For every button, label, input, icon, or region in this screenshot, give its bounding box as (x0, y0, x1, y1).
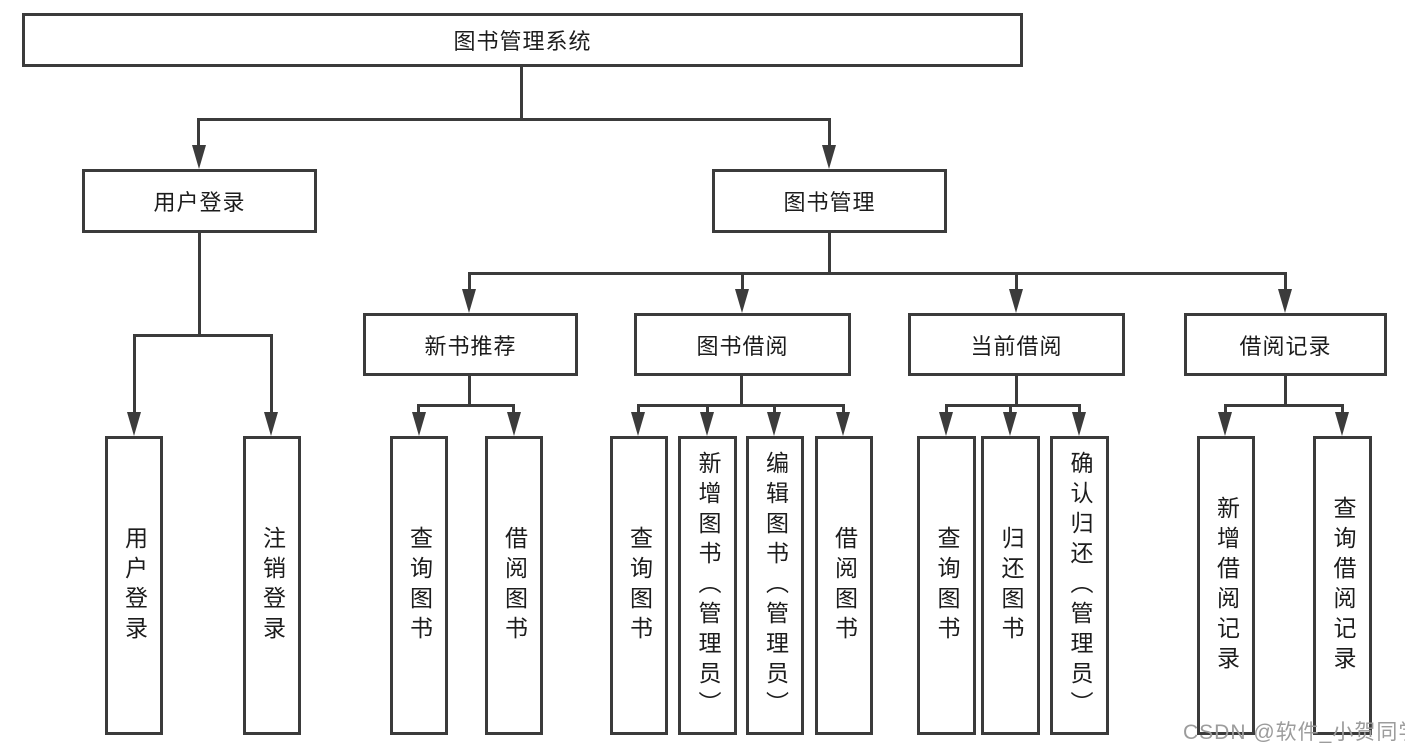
connector-line (1284, 272, 1287, 291)
leaf-label: 查询图书 (626, 525, 653, 646)
arrow-down-icon (939, 412, 953, 436)
arrow-down-icon (822, 145, 836, 169)
connector-line (828, 233, 831, 274)
connector-line (198, 233, 201, 337)
leaf-borrow-books-newbook: 借阅图书 (485, 436, 543, 735)
connector-line (133, 334, 136, 414)
arrow-down-icon (1072, 412, 1086, 436)
node-borrowing-records: 借阅记录 (1184, 313, 1387, 376)
arrow-down-icon (127, 412, 141, 436)
connector-line (740, 376, 743, 406)
watermark: CSDN @软件_小贺同学 (1183, 721, 1405, 744)
connector-line (1224, 404, 1344, 407)
connector-line (945, 404, 948, 414)
connector-line (1224, 404, 1227, 414)
leaf-label: 新增图书（管理员） (695, 450, 721, 721)
connector-line (197, 118, 831, 121)
arrow-down-icon (507, 412, 521, 436)
arrow-down-icon (1218, 412, 1232, 436)
leaf-label: 查询图书 (934, 525, 960, 646)
leaf-query-borrow-record: 查询借阅记录 (1313, 436, 1372, 735)
node-current-borrowing: 当前借阅 (908, 313, 1125, 376)
leaf-query-books-current: 查询图书 (917, 436, 976, 735)
connector-line (133, 334, 273, 337)
arrow-down-icon (1009, 289, 1023, 313)
leaf-label: 查询图书 (406, 525, 433, 646)
arrow-down-icon (836, 412, 850, 436)
leaf-label: 编辑图书（管理员） (762, 450, 789, 721)
leaf-add-borrow-record: 新增借阅记录 (1197, 436, 1255, 735)
node-book-borrowing: 图书借阅 (634, 313, 851, 376)
arrow-down-icon (700, 412, 714, 436)
connector-line (1341, 404, 1344, 414)
connector-line (468, 272, 1287, 275)
leaf-confirm-return-admin: 确认归还（管理员） (1050, 436, 1109, 735)
connector-line (468, 376, 471, 406)
connector-line (197, 118, 200, 147)
connector-line (1078, 404, 1081, 414)
leaf-label: 借阅图书 (501, 525, 528, 646)
arrow-down-icon (631, 412, 645, 436)
connector-line (417, 404, 420, 414)
connector-line (741, 272, 744, 291)
connector-line (417, 404, 515, 407)
connector-line (1015, 376, 1018, 406)
arrow-down-icon (767, 412, 781, 436)
arrow-down-icon (412, 412, 426, 436)
arrow-down-icon (264, 412, 278, 436)
node-book-management: 图书管理 (712, 169, 947, 233)
connector-line (520, 67, 523, 120)
arrow-down-icon (462, 289, 476, 313)
leaf-edit-book-admin: 编辑图书（管理员） (746, 436, 804, 735)
connector-line (1015, 272, 1018, 291)
leaf-return-books: 归还图书 (981, 436, 1040, 735)
connector-line (773, 404, 776, 414)
arrow-down-icon (192, 145, 206, 169)
node-new-book-recommendation: 新书推荐 (363, 313, 578, 376)
leaf-label: 确认归还（管理员） (1067, 450, 1093, 721)
node-user-login: 用户登录 (82, 169, 317, 233)
leaf-label: 新增借阅记录 (1213, 495, 1240, 676)
leaf-query-books-borrow: 查询图书 (610, 436, 668, 735)
node-library-management-system: 图书管理系统 (22, 13, 1023, 67)
connector-line (512, 404, 515, 414)
arrow-down-icon (735, 289, 749, 313)
leaf-borrow-books-borrow: 借阅图书 (815, 436, 873, 735)
arrow-down-icon (1335, 412, 1349, 436)
connector-line (637, 404, 845, 407)
leaf-user-login: 用户登录 (105, 436, 163, 735)
connector-line (1284, 376, 1287, 406)
connector-line (1009, 404, 1012, 414)
leaf-label: 借阅图书 (831, 525, 858, 646)
leaf-label: 归还图书 (998, 525, 1024, 646)
leaf-label: 查询借阅记录 (1330, 495, 1356, 676)
connector-line (842, 404, 845, 414)
connector-line (945, 404, 1081, 407)
connector-line (637, 404, 640, 414)
leaf-query-books-newbook: 查询图书 (390, 436, 448, 735)
leaf-label: 注销登录 (259, 525, 286, 646)
connector-line (828, 118, 831, 147)
leaf-logout: 注销登录 (243, 436, 301, 735)
connector-line (706, 404, 709, 414)
arrow-down-icon (1278, 289, 1292, 313)
connector-line (270, 334, 273, 414)
leaf-label: 用户登录 (121, 525, 148, 646)
leaf-add-book-admin: 新增图书（管理员） (678, 436, 737, 735)
arrow-down-icon (1003, 412, 1017, 436)
connector-line (468, 272, 471, 291)
